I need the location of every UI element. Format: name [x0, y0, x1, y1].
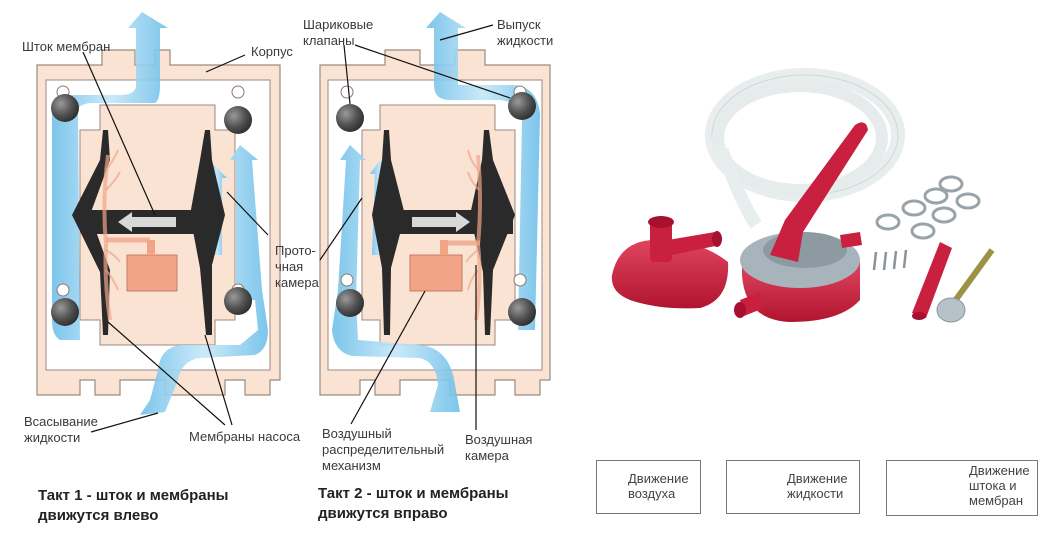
pump-handle — [770, 122, 868, 262]
air-flow — [474, 154, 482, 321]
legend-air — [596, 460, 701, 514]
ball-valve — [508, 298, 536, 326]
label-rod: Шток мембран — [22, 39, 111, 54]
legend-fluid-label: Движение жидкости — [787, 471, 848, 501]
rod-arrow-left — [118, 212, 176, 232]
ball-valve — [224, 287, 252, 315]
fluid-path — [332, 145, 460, 412]
ball-valve — [224, 106, 252, 134]
legend-rod-label: Движение штока и мембран — [969, 463, 1030, 508]
label-flow-chamber: Прото- чная камера — [275, 243, 319, 290]
label-housing: Корпус — [251, 44, 293, 59]
hose-clamps — [875, 175, 981, 240]
label-inlet: Всасывание жидкости — [24, 414, 98, 445]
stroke-2-pump — [319, 12, 551, 430]
fluid-path — [52, 12, 168, 340]
ball-valve — [508, 92, 536, 120]
label-outlet: Выпуск жидкости — [497, 17, 554, 48]
label-ball-valves: Шариковые клапаны — [303, 17, 374, 48]
ball-valve — [336, 104, 364, 132]
label-air-chamber: Воздушная камера — [465, 432, 533, 463]
caption-stroke-1: Такт 1 - шток и мембраны движутся влево — [38, 487, 229, 524]
product-photo — [611, 68, 995, 323]
air-flow — [102, 154, 112, 321]
legend-rod — [886, 460, 1038, 516]
pump-base — [611, 216, 729, 309]
label-air-distributor: Воздушный распределительный механизм — [322, 426, 445, 473]
screws — [872, 249, 908, 271]
air-distributor — [409, 254, 463, 292]
legend-fluid — [726, 460, 860, 514]
membrane-left — [372, 130, 405, 335]
caption-stroke-2: Такт 2 - шток и мембраны движутся вправо — [318, 485, 509, 522]
strainer-rod — [949, 248, 995, 307]
suction-tube — [912, 242, 952, 318]
ball-valve — [51, 94, 79, 122]
fluid-path — [426, 12, 540, 330]
label-membranes: Мембраны насоса — [189, 429, 301, 444]
ball-valve — [51, 298, 79, 326]
pump-body — [734, 122, 868, 322]
ball-valve — [336, 289, 364, 317]
legend-air-label: Движение воздуха — [628, 471, 689, 501]
stroke-1-pump — [36, 12, 281, 433]
strainer — [936, 297, 966, 323]
rod-arrow-right — [412, 212, 470, 232]
air-distributor — [126, 254, 178, 292]
fluid-path — [140, 145, 268, 415]
